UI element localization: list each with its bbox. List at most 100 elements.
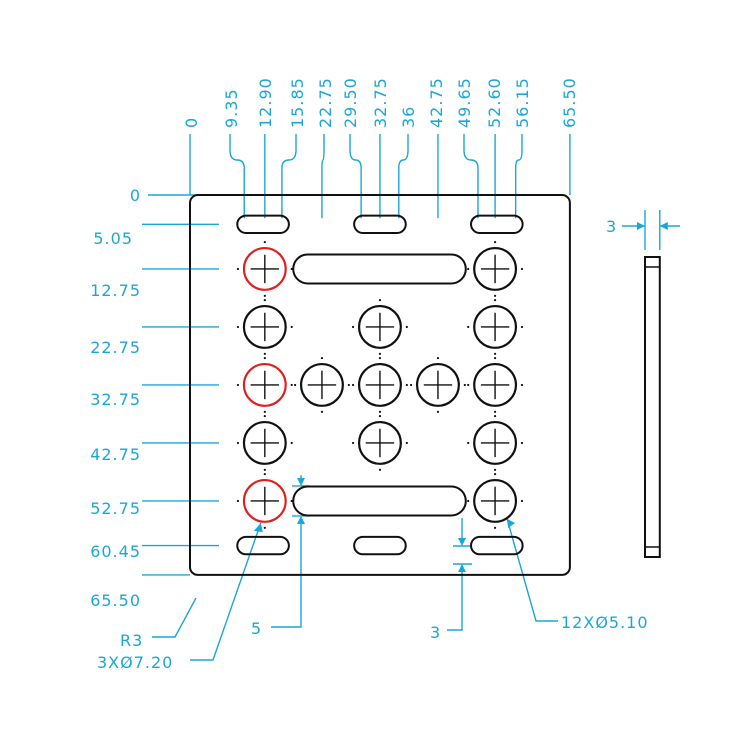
- top-dim-52-60: 52.60: [485, 77, 504, 128]
- small-hole-2-mark-2: [320, 356, 324, 360]
- small-hole-5-mark-1: [405, 441, 408, 445]
- large-hole-1: [242, 362, 287, 407]
- top-dim-42-75: 42.75: [427, 77, 446, 128]
- small-hole-1-mark-2: [263, 414, 266, 418]
- side-view-outline: [644, 256, 661, 558]
- small-hole-1-mark-3: [263, 468, 266, 471]
- thickness-dim: 3: [606, 217, 617, 236]
- small-hole-6-mark-0: [409, 383, 413, 387]
- top-leader-7: [398, 134, 409, 219]
- small-hole-1-mark-1: [290, 441, 293, 445]
- left-dim-32-75: 32.75: [90, 390, 141, 409]
- slot-gap-dim: 3: [430, 623, 441, 642]
- top-dim-0: 0: [182, 117, 201, 128]
- top-dim-29-50: 29.50: [341, 77, 360, 128]
- dimension-layer: [142, 134, 680, 661]
- large-hole-2-mark-1: [290, 499, 293, 503]
- small-hole-10-mark-3: [493, 468, 497, 471]
- slot-width-head-top: [297, 477, 305, 486]
- small-hole-6-mark-3: [436, 410, 440, 413]
- short-slot-1: [353, 214, 407, 234]
- small-hole-5-mark-0: [351, 441, 355, 445]
- small-hole-0-mark-1: [290, 325, 293, 329]
- small-hole-5: [357, 420, 402, 465]
- small-hole-8-mark-1: [520, 325, 524, 329]
- top-dim-56-15: 56.15: [513, 77, 532, 128]
- small-hole-2-mark-1: [347, 383, 350, 387]
- small-hole-3-mark-1: [405, 325, 408, 329]
- small-hole-9-mark-2: [493, 356, 497, 360]
- large-hole-0-mark-1: [290, 267, 293, 271]
- small-hole-0-mark-0: [236, 325, 240, 329]
- large-hole-2: [242, 478, 287, 523]
- small-hole-6-mark-2: [436, 356, 440, 360]
- small-hole-10-mark-1: [520, 441, 524, 445]
- small-hole-3-mark-0: [351, 325, 355, 329]
- small-hole-3: [357, 304, 402, 349]
- small-hole-10-mark-0: [467, 441, 470, 445]
- small-hole-3-mark-2: [378, 298, 382, 302]
- top-dim-22-75: 22.75: [316, 77, 335, 128]
- large-hole-1-mark-0: [236, 383, 240, 387]
- small-hole-11: [473, 478, 518, 523]
- small-hole-11-mark-0: [467, 499, 470, 503]
- top-leader-4: [321, 134, 325, 219]
- thickness-arrowhead-left: [637, 222, 645, 230]
- short-slot-0: [236, 214, 290, 234]
- small-hole-3-mark-3: [378, 352, 382, 355]
- left-dim-60-45: 60.45: [90, 542, 141, 561]
- small-hole-7-mark-1: [520, 267, 524, 271]
- left-dim-22-75: 22.75: [90, 338, 141, 357]
- large-hole-2-mark-2: [263, 472, 266, 476]
- small-hole-1-mark-0: [236, 441, 240, 445]
- corner-radius-leader: [152, 597, 197, 638]
- small-hole-6-mark-1: [463, 383, 466, 387]
- small-hole-5-mark-2: [378, 414, 382, 418]
- small-hole-10-mark-2: [493, 414, 497, 418]
- slot-gap-head-top: [458, 538, 466, 546]
- small-hole-0-mark-2: [263, 298, 266, 302]
- large-hole-1-mark-3: [263, 410, 266, 413]
- small-hole-6: [415, 362, 460, 407]
- small-hole-callout: 12XØ5.10: [561, 613, 649, 632]
- top-dim-65-50: 65.50: [560, 77, 579, 128]
- large-hole-1-mark-2: [263, 356, 266, 360]
- small-hole-8-mark-3: [493, 352, 497, 355]
- small-hole-1: [242, 420, 287, 465]
- small-hole-11-mark-3: [493, 526, 497, 529]
- top-dim-12-90: 12.90: [256, 77, 275, 128]
- left-dim-42-75: 42.75: [90, 445, 141, 464]
- top-leader-1: [229, 134, 245, 219]
- small-hole-4-mark-3: [378, 410, 382, 413]
- top-leader-3: [281, 134, 297, 219]
- small-hole-11-mark-1: [520, 499, 524, 503]
- top-leader-11: [514, 134, 523, 219]
- small-hole-leader: [506, 518, 558, 622]
- top-dim-49-65: 49.65: [455, 77, 474, 128]
- small-hole-0-mark-3: [263, 352, 266, 355]
- short-slot-5: [470, 535, 524, 556]
- left-dim-65-50: 65.50: [90, 591, 141, 610]
- left-dim-0: 0: [130, 186, 141, 205]
- large-hole-leader: [190, 522, 262, 661]
- small-hole-0: [242, 304, 287, 349]
- slot-width-head-bottom: [297, 515, 305, 524]
- large-hole-leader-head: [253, 522, 263, 532]
- top-leader-5: [349, 134, 362, 219]
- large-hole-0-mark-2: [263, 240, 266, 244]
- corner-radius-callout: R3: [120, 631, 143, 650]
- top-leader-9: [463, 134, 479, 219]
- small-hole-10: [473, 420, 518, 465]
- small-hole-2-mark-0: [293, 383, 297, 387]
- short-slot-4: [353, 535, 407, 556]
- small-hole-4-mark-0: [351, 383, 355, 387]
- small-hole-7-mark-0: [467, 267, 470, 271]
- small-hole-9-mark-3: [493, 410, 497, 413]
- label-layer: 0 9.35 12.90 15.85 22.75 29.50 32.75 36 …: [90, 77, 649, 672]
- large-hole-2-mark-3: [263, 526, 266, 529]
- small-hole-7: [473, 246, 518, 291]
- left-dim-12-75: 12.75: [90, 281, 141, 300]
- top-dim-32-75: 32.75: [371, 77, 390, 128]
- small-hole-4: [357, 362, 402, 407]
